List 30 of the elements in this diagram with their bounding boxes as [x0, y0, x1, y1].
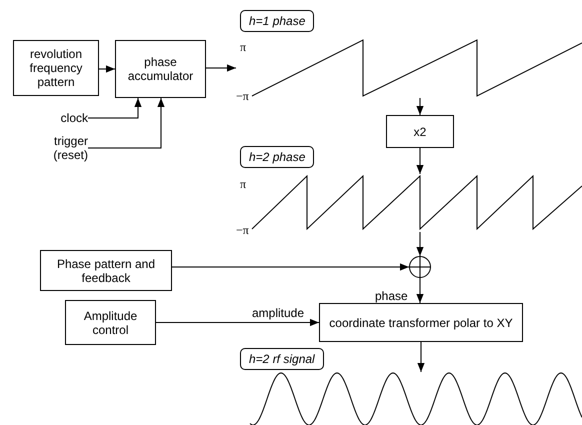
process-box: revolution frequency pattern — [13, 40, 99, 96]
arrow — [416, 148, 424, 174]
arrow — [416, 232, 424, 256]
process-box: x2 — [386, 115, 454, 148]
waveform-tag: h=2 rf signal — [240, 348, 324, 370]
axis-label: −π — [236, 224, 249, 236]
arrow — [416, 278, 424, 304]
edge-label: amplitude — [252, 307, 304, 320]
arrow — [172, 263, 410, 271]
axis-label: π — [240, 178, 246, 190]
process-box: Amplitude control — [65, 300, 156, 345]
arrow — [206, 64, 236, 72]
arrow — [88, 98, 165, 148]
process-box: Phase pattern and feedback — [40, 250, 172, 291]
edge-label: phase — [375, 290, 408, 303]
input-label: trigger (reset) — [40, 134, 88, 162]
sine-waveform — [250, 372, 582, 425]
summing-junction — [409, 256, 431, 278]
waveform-tag: h=2 phase — [240, 146, 314, 168]
process-box: phase accumulator — [115, 40, 206, 98]
axis-label: −π — [236, 90, 249, 102]
waveform-tag: h=1 phase — [240, 10, 314, 32]
arrow — [156, 318, 320, 326]
arrow — [88, 98, 142, 118]
process-box: coordinate transformer polar to XY — [319, 303, 523, 342]
arrow — [98, 65, 116, 73]
input-label: clock — [44, 111, 88, 125]
axis-label: π — [240, 41, 246, 53]
arrow — [417, 342, 425, 372]
arrow — [416, 98, 424, 116]
